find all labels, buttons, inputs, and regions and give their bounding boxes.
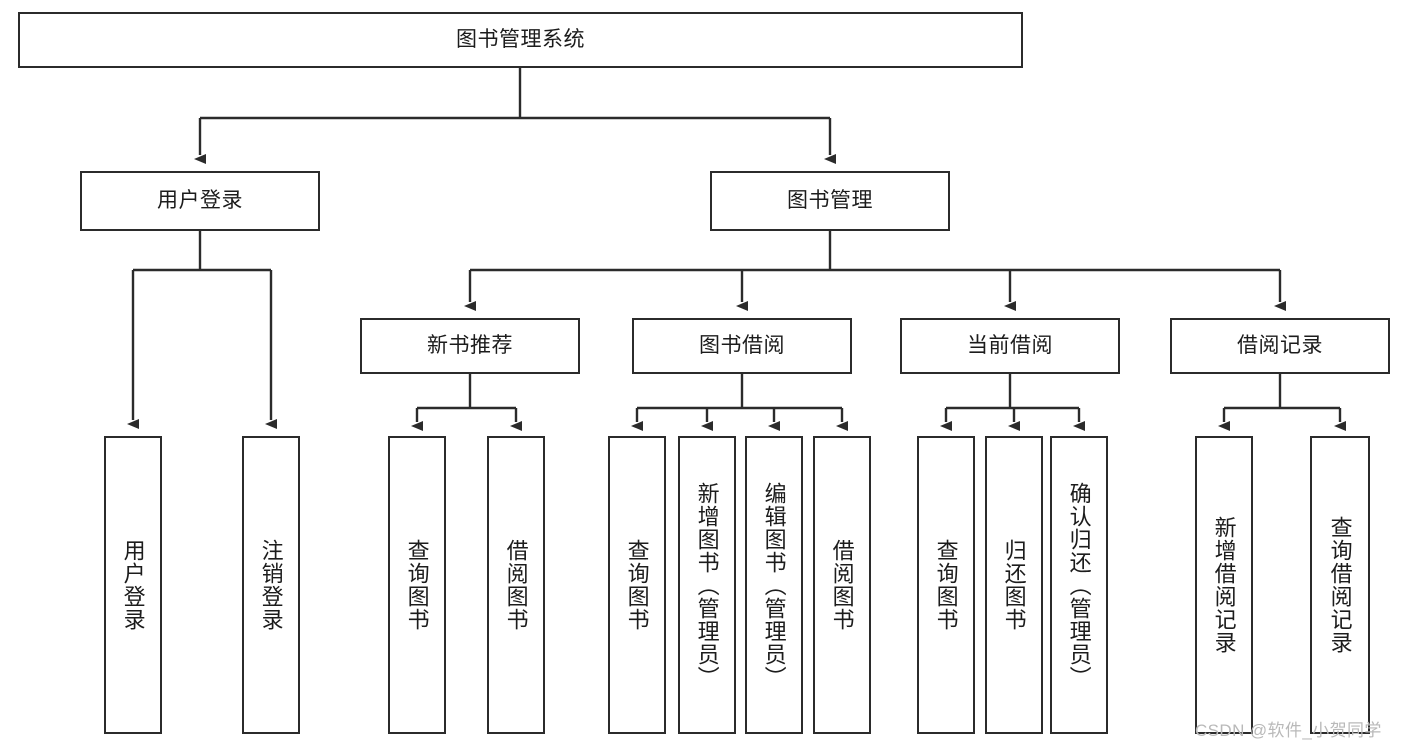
leaf-query-book-2-label: 查询图书 — [624, 539, 650, 631]
node-current-borrow-label: 当前借阅 — [967, 333, 1053, 357]
leaf-add-record-label: 新增借阅记录 — [1211, 516, 1237, 654]
leaf-add-book[interactable]: 新增图书（管理员） — [678, 436, 736, 734]
leaf-query-record-label: 查询借阅记录 — [1327, 516, 1353, 654]
node-book-borrow-label: 图书借阅 — [699, 333, 785, 357]
leaf-add-record[interactable]: 新增借阅记录 — [1195, 436, 1253, 734]
node-borrow-record-label: 借阅记录 — [1237, 333, 1323, 357]
leaf-edit-book[interactable]: 编辑图书（管理员） — [745, 436, 803, 734]
leaf-confirm-return-label: 确认归还（管理员） — [1066, 481, 1092, 689]
leaf-query-book-3-label: 查询图书 — [933, 539, 959, 631]
node-root[interactable]: 图书管理系统 — [18, 12, 1023, 68]
node-borrow-record[interactable]: 借阅记录 — [1170, 318, 1390, 374]
leaf-user-login-label: 用户登录 — [120, 539, 146, 631]
node-current-borrow[interactable]: 当前借阅 — [900, 318, 1120, 374]
leaf-confirm-return[interactable]: 确认归还（管理员） — [1050, 436, 1108, 734]
node-book-borrow[interactable]: 图书借阅 — [632, 318, 852, 374]
node-user-login-label: 用户登录 — [157, 188, 243, 212]
node-book-manage[interactable]: 图书管理 — [710, 171, 950, 231]
leaf-query-book-1[interactable]: 查询图书 — [388, 436, 446, 734]
leaf-borrow-book-2[interactable]: 借阅图书 — [813, 436, 871, 734]
leaf-borrow-book-1-label: 借阅图书 — [503, 539, 529, 631]
leaf-user-login[interactable]: 用户登录 — [104, 436, 162, 734]
leaf-query-book-1-label: 查询图书 — [404, 539, 430, 631]
leaf-return-book[interactable]: 归还图书 — [985, 436, 1043, 734]
leaf-borrow-book-2-label: 借阅图书 — [829, 539, 855, 631]
leaf-add-book-label: 新增图书（管理员） — [694, 481, 720, 689]
node-new-book-rec[interactable]: 新书推荐 — [360, 318, 580, 374]
node-root-label: 图书管理系统 — [456, 27, 585, 51]
leaf-user-logout[interactable]: 注销登录 — [242, 436, 300, 734]
watermark-text: CSDN @软件_小贺同学 — [1195, 721, 1382, 740]
node-user-login[interactable]: 用户登录 — [80, 171, 320, 231]
leaf-query-book-2[interactable]: 查询图书 — [608, 436, 666, 734]
leaf-query-book-3[interactable]: 查询图书 — [917, 436, 975, 734]
leaf-user-logout-label: 注销登录 — [258, 539, 284, 631]
leaf-return-book-label: 归还图书 — [1001, 539, 1027, 631]
leaf-edit-book-label: 编辑图书（管理员） — [761, 481, 787, 689]
leaf-query-record[interactable]: 查询借阅记录 — [1310, 436, 1370, 734]
leaf-borrow-book-1[interactable]: 借阅图书 — [487, 436, 545, 734]
node-book-manage-label: 图书管理 — [787, 188, 873, 212]
node-new-book-rec-label: 新书推荐 — [427, 333, 513, 357]
